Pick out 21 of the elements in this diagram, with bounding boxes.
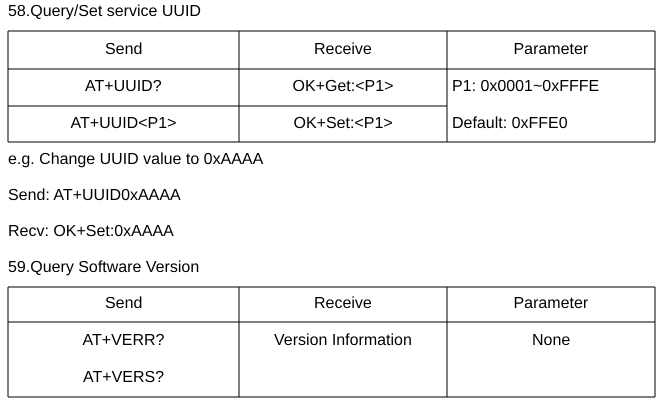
response-text: Version Information <box>274 331 412 351</box>
example-text: Send: AT+UUID0xAAAA <box>8 186 181 206</box>
example-text: e.g. Change UUID value to 0xAAAA <box>8 150 264 170</box>
column-header: Receive <box>314 40 372 60</box>
response-text: OK+Get:<P1> <box>292 77 394 97</box>
column-header: Send <box>105 40 142 60</box>
section-heading: 59.Query Software Version <box>8 258 200 278</box>
command-text: AT+UUID? <box>85 77 162 97</box>
column-header: Send <box>105 294 142 314</box>
parameter-text: P1: 0x0001~0xFFFE <box>452 77 600 97</box>
command-text: AT+VERS? <box>83 368 164 388</box>
command-text: AT+UUID<P1> <box>70 114 176 134</box>
column-header: Parameter <box>514 294 588 314</box>
section-heading: 58.Query/Set service UUID <box>8 2 201 22</box>
parameter-text: Default: 0xFFE0 <box>452 114 568 134</box>
column-header: Parameter <box>514 40 588 60</box>
command-text: AT+VERR? <box>82 331 164 351</box>
response-text: OK+Set:<P1> <box>294 114 393 134</box>
parameter-text: None <box>532 331 570 351</box>
column-header: Receive <box>314 294 372 314</box>
example-text: Recv: OK+Set:0xAAAA <box>8 222 174 242</box>
